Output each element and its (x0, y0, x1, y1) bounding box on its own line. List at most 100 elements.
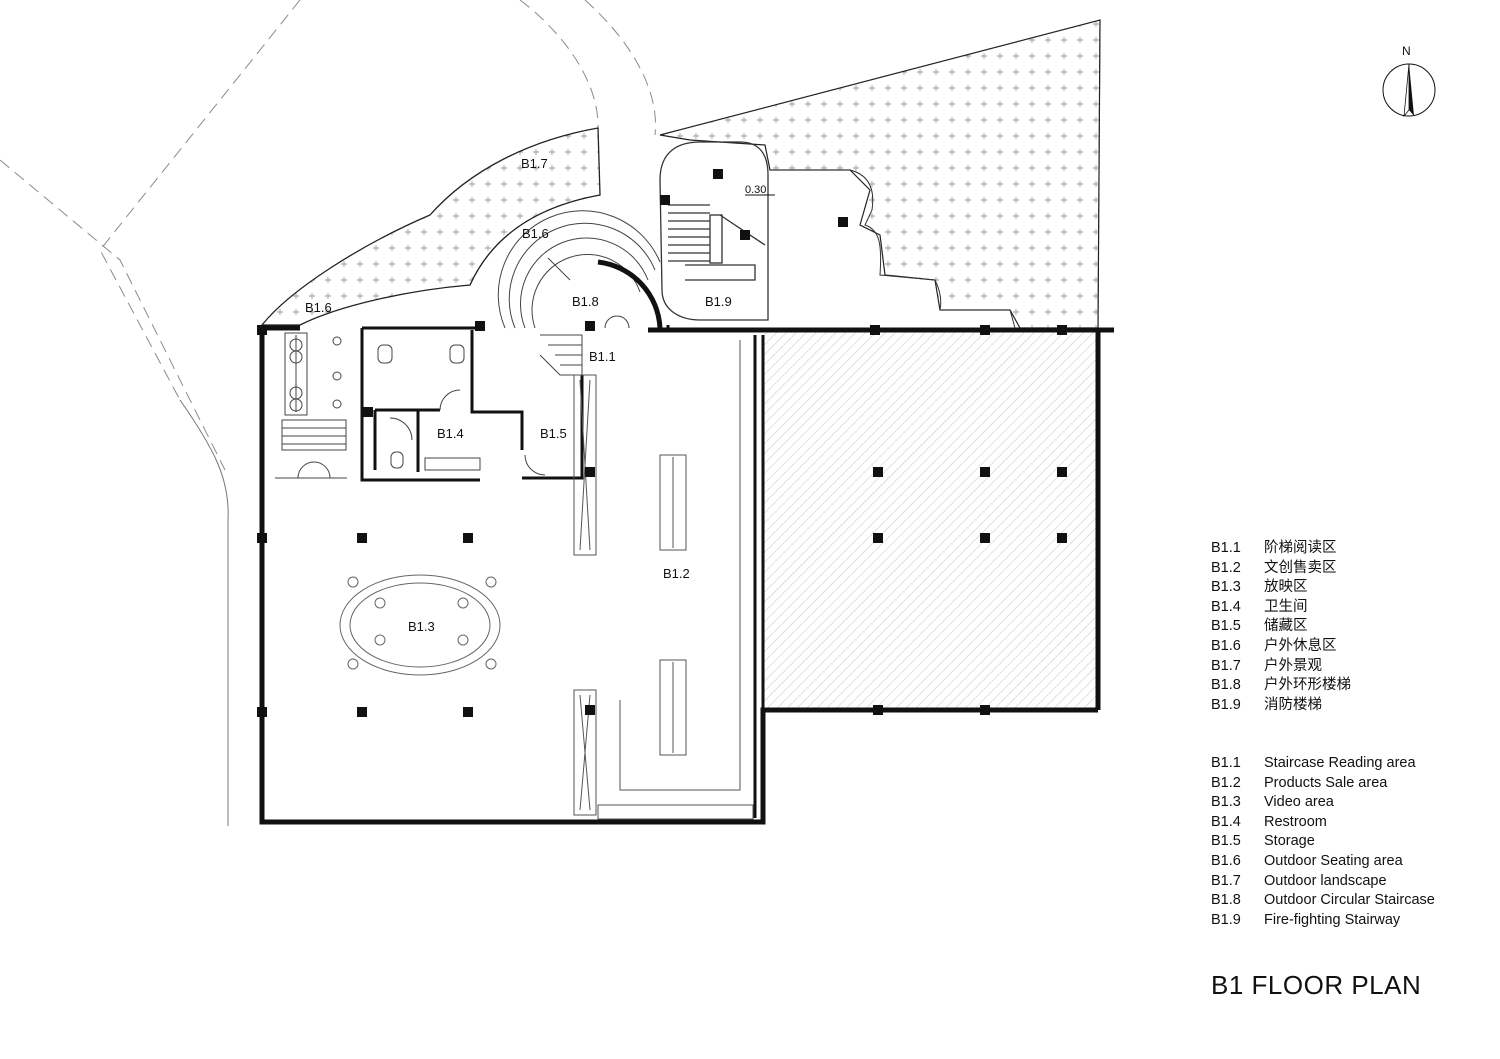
landscape-b17 (260, 127, 601, 326)
column (585, 321, 595, 331)
legend-code: B1.3 (1211, 579, 1241, 596)
label-b13: B1.3 (408, 619, 435, 634)
column (873, 533, 883, 543)
legend-en-row: B1.4 Restroom (1211, 813, 1435, 833)
column (357, 707, 367, 717)
legend-cn-row: B1.9 消防楼梯 (1211, 696, 1351, 716)
column (740, 230, 750, 240)
legend-text: Outdoor landscape (1264, 872, 1387, 889)
legend-text: 户外休息区 (1264, 637, 1337, 654)
legend-text: 储藏区 (1264, 618, 1308, 635)
column (475, 321, 485, 331)
legend-code: B1.4 (1211, 813, 1241, 830)
door-b18 (604, 315, 630, 329)
column (838, 217, 848, 227)
legend-code: B1.1 (1211, 755, 1241, 771)
b16-arc-band (469, 194, 601, 286)
legend-en-row: B1.3 Video area (1211, 793, 1435, 813)
legend-text: 户外景观 (1264, 657, 1322, 674)
label-b16-left: B1.6 (305, 300, 332, 315)
label-b14: B1.4 (437, 426, 464, 441)
restroom-fixtures (377, 344, 546, 476)
label-b19: B1.9 (705, 294, 732, 309)
legend-text: Fire-fighting Stairway (1264, 911, 1401, 928)
legend-en-row: B1.7 Outdoor landscape (1211, 872, 1435, 892)
legend-text: 卫生间 (1264, 598, 1308, 615)
legend-code: B1.8 (1211, 892, 1241, 909)
column (713, 169, 723, 179)
north-label: N (1402, 44, 1411, 58)
north-arrow-icon (1382, 63, 1436, 118)
column (870, 325, 880, 335)
column (463, 707, 473, 717)
column (980, 467, 990, 477)
column (257, 533, 267, 543)
drawing-title: B1 FLOOR PLAN (1211, 970, 1422, 1000)
legend-code: B1.7 (1211, 657, 1241, 674)
video-seating (339, 574, 501, 676)
label-b11: B1.1 (589, 349, 616, 364)
label-b12: B1.2 (663, 566, 690, 581)
legend-text: Restroom (1264, 813, 1327, 830)
legend-code: B1.9 (1211, 696, 1241, 713)
terrace-steps (770, 169, 1016, 329)
legend-code: B1.2 (1211, 559, 1241, 576)
legend-en-row: B1.9 Fire-fighting Stairway (1211, 911, 1435, 931)
column (357, 533, 367, 543)
legend-code: B1.3 (1211, 794, 1241, 811)
outdoor-seating (275, 332, 347, 479)
column (660, 195, 670, 205)
legend-en-row: B1.1 Staircase Reading area (1211, 754, 1435, 774)
column (873, 467, 883, 477)
column (1057, 325, 1067, 335)
legend-cn-row: B1.4 卫生间 (1211, 598, 1351, 618)
shelving (573, 340, 754, 820)
legend-cn-row: B1.7 户外景观 (1211, 657, 1351, 677)
column (873, 705, 883, 715)
legend-text: 放映区 (1264, 579, 1308, 596)
legend-code: B1.9 (1211, 911, 1241, 928)
circular-stair-wall (597, 259, 663, 329)
legend-cn-row: B1.3 放映区 (1211, 578, 1351, 598)
legend-text: Video area (1264, 794, 1334, 811)
legend-code: B1.6 (1211, 637, 1241, 654)
interior-walls (360, 325, 765, 818)
legend-code: B1.5 (1211, 833, 1241, 850)
legend-code: B1.8 (1211, 677, 1241, 694)
legend-text: Staircase Reading area (1264, 755, 1416, 771)
legend-en-row: B1.6 Outdoor Seating area (1211, 852, 1435, 872)
column (1057, 533, 1067, 543)
legend-text: Outdoor Circular Staircase (1264, 892, 1435, 909)
legend-text: 消防楼梯 (1264, 696, 1322, 713)
column (463, 533, 473, 543)
site-boundary-dashed (0, 0, 657, 471)
hatched-zone (763, 330, 1096, 710)
legend-cn-row: B1.2 文创售卖区 (1211, 559, 1351, 579)
column (257, 325, 267, 335)
legend-text: 阶梯阅读区 (1264, 540, 1337, 556)
legend-code: B1.1 (1211, 540, 1241, 556)
legend-code: B1.2 (1211, 774, 1241, 791)
fire-stair (659, 141, 769, 321)
legend-text: Outdoor Seating area (1264, 852, 1403, 869)
label-b18: B1.8 (572, 294, 599, 309)
legend-en-row: B1.5 Storage (1211, 832, 1435, 852)
column (1057, 467, 1067, 477)
legend-cn-row: B1.6 户外休息区 (1211, 637, 1351, 657)
circular-staircase (497, 210, 661, 329)
column (363, 407, 373, 417)
legend-text: 文创售卖区 (1264, 559, 1337, 576)
column (980, 533, 990, 543)
legend-text: Storage (1264, 833, 1315, 850)
dimension-text: 0.30 (745, 184, 766, 196)
legend-code: B1.7 (1211, 872, 1241, 889)
legend-code: B1.4 (1211, 598, 1241, 615)
label-b17: B1.7 (521, 156, 548, 171)
column (585, 467, 595, 477)
legend-code: B1.6 (1211, 852, 1241, 869)
